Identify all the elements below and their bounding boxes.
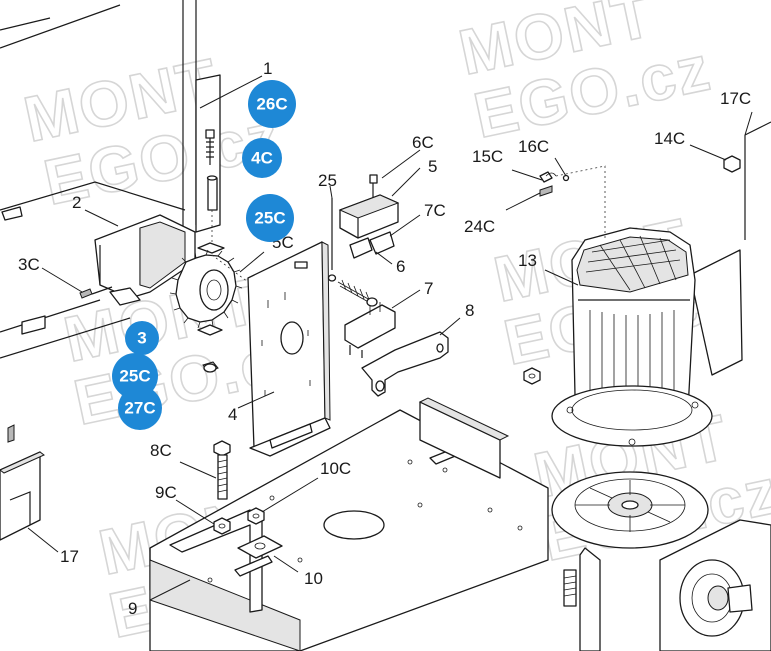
label-part-6: 6: [396, 257, 405, 276]
badge-25c-top-text: 25C: [254, 209, 285, 228]
label-part-17: 17: [60, 547, 79, 566]
microswitch-assembly: [338, 174, 400, 358]
leader-lines: [27, 75, 753, 601]
part-8-bracket: [361, 331, 449, 397]
label-part-9c: 9C: [155, 483, 177, 502]
label-part-3c: 3C: [18, 255, 40, 274]
label-part-10: 10: [304, 569, 323, 588]
part-17: [0, 424, 45, 541]
label-part-7c: 7C: [424, 201, 446, 220]
label-part-8c: 8C: [150, 441, 172, 460]
badge-25c-low-text: 25C: [119, 367, 150, 386]
label-part-6c: 6C: [412, 133, 434, 152]
label-part-24c: 24C: [464, 217, 495, 236]
label-part-13: 13: [518, 251, 537, 270]
pinion-gear: [169, 242, 249, 373]
label-part-10c: 10C: [320, 459, 351, 478]
label-part-15c: 15C: [472, 147, 503, 166]
part-2-bracket: [94, 214, 196, 306]
gearbox: [551, 471, 771, 651]
label-part-7: 7: [424, 279, 433, 298]
label-part-1: 1: [263, 59, 272, 78]
base-fasteners: [213, 440, 283, 559]
badge-4c: 4C: [242, 138, 282, 178]
part-9-base-plate: [149, 397, 549, 651]
label-part-25: 25: [318, 171, 337, 190]
label-part-14c: 14C: [654, 129, 685, 148]
label-part-16c: 16C: [518, 137, 549, 156]
badge-4c-text: 4C: [251, 149, 273, 168]
label-part-4: 4: [228, 405, 237, 424]
part-labels: 1 2 3C 4 5 5C 6 6C 7 7C 8 8C 9 9C 10 10C…: [18, 59, 751, 618]
highlight-badges: 26C 4C 25C 3 25C 27C: [112, 80, 296, 430]
part-4-plate: [247, 241, 331, 457]
part-25-spring: [327, 198, 378, 307]
label-part-17c: 17C: [720, 89, 751, 108]
label-part-8: 8: [465, 301, 474, 320]
part-13-motor: [523, 121, 771, 447]
label-part-9: 9: [128, 599, 137, 618]
label-part-5: 5: [428, 157, 437, 176]
badge-27c-text: 27C: [124, 399, 155, 418]
badge-3-text: 3: [137, 329, 146, 348]
label-part-2: 2: [72, 193, 81, 212]
gate-frame: [0, 0, 221, 359]
badge-3: 3: [125, 321, 159, 355]
fasteners-left: [79, 129, 218, 299]
badge-26c-text: 26C: [256, 95, 287, 114]
badge-27c: 27C: [118, 386, 162, 430]
badge-26c: 26C: [248, 80, 296, 128]
badge-25c-top: 25C: [246, 194, 294, 242]
